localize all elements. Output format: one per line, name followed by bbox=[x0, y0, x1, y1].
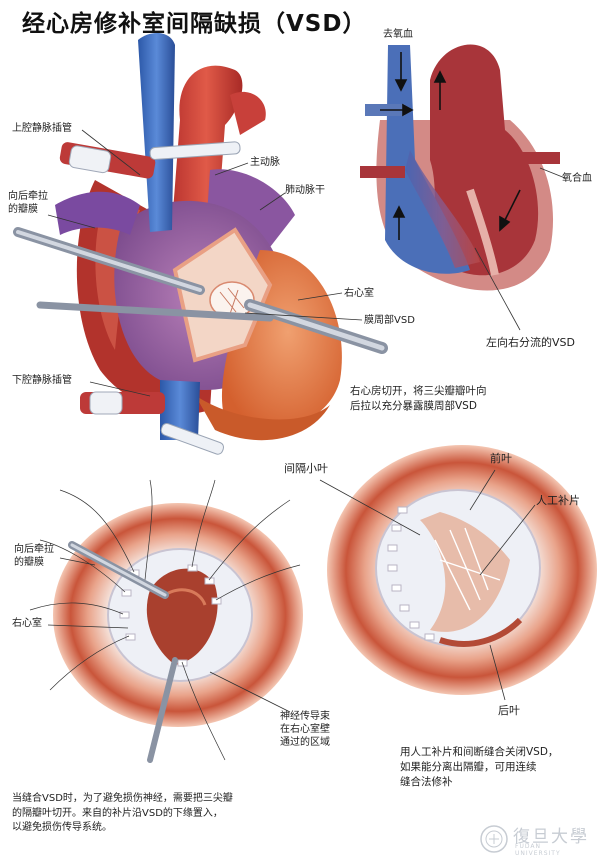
caption-patch-repair: 用人工补片和间断缝合关闭VSD， 如果能分离出隔瓣，可用连续 缝合法修补 bbox=[400, 746, 559, 789]
label-artificial-patch: 人工补片 bbox=[536, 494, 580, 507]
label-anterior-leaflet: 前叶 bbox=[490, 452, 512, 465]
label-conduction-bundle: 神经传导束 在右心室壁 通过的区域 bbox=[280, 711, 330, 748]
university-seal-icon bbox=[480, 825, 508, 853]
label-svc-cannula: 上腔静脉插管 bbox=[12, 123, 72, 134]
watermark-subtitle: FUDAN UNIVERSITY bbox=[515, 843, 561, 857]
label-posterior-leaflet: 后叶 bbox=[498, 704, 520, 717]
caption-atrium-opening: 右心房切开，将三尖瓣瓣叶向 后拉以充分暴露膜周部VSD bbox=[350, 385, 487, 413]
watermark-name: 復旦大學 bbox=[513, 827, 589, 847]
fudan-watermark: 復旦大學 FUDAN UNIVERSITY bbox=[479, 822, 589, 857]
label-aorta: 主动脉 bbox=[250, 157, 280, 168]
page-title: 经心房修补室间隔缺损（VSD） bbox=[22, 11, 367, 37]
label-pulmonary-trunk: 肺动脉干 bbox=[285, 185, 325, 196]
caption-suture-technique: 当缝合VSD时，为了避免损伤神经，需要把三尖瓣 的隔瓣叶切开。来自的补片沿VSD… bbox=[12, 793, 233, 833]
label-right-ventricle: 右心室 bbox=[344, 288, 374, 299]
label-septal-leaflet: 间隔小叶 bbox=[284, 462, 328, 475]
label-retracted-valve: 向后牵拉 的瓣膜 bbox=[8, 191, 48, 215]
label-oxygenated-blood: 氧合血 bbox=[562, 173, 592, 184]
label-membranous-vsd: 膜周部VSD bbox=[364, 315, 415, 326]
label-left-right-shunt-vsd: 左向右分流的VSD bbox=[486, 336, 575, 349]
label-ivc-cannula: 下腔静脉插管 bbox=[12, 375, 72, 386]
label-retracted-valve-2: 向后牵拉 的瓣膜 bbox=[14, 544, 54, 568]
label-right-ventricle-2: 右心室 bbox=[12, 618, 42, 629]
label-deoxygenated-blood: 去氧血 bbox=[383, 29, 413, 40]
